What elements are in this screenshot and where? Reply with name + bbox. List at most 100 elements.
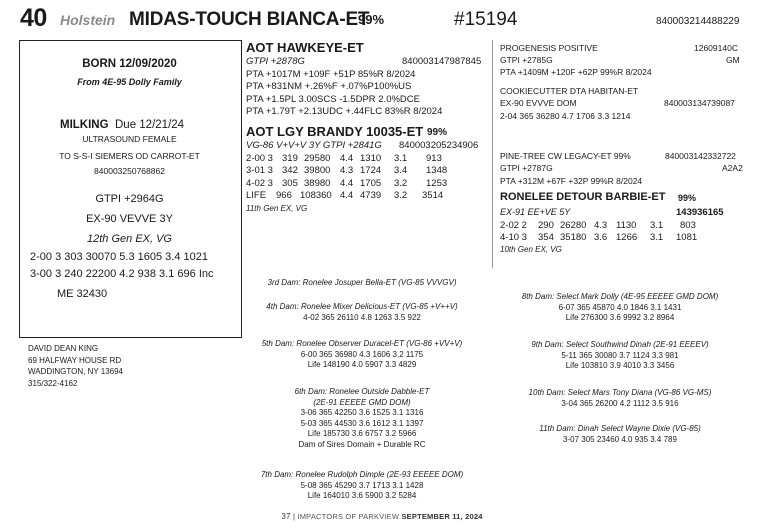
pedigree-9th-dam: 9th Dam: Select Southwind Dinah (2E-91 E… <box>490 340 750 372</box>
record-protein: 1348 <box>426 165 448 177</box>
granddam-registration: 143936165 <box>676 207 724 218</box>
record-fat: 1705 <box>360 177 382 189</box>
record-fat-pct: 4.3 <box>340 165 354 177</box>
column-divider <box>492 40 493 268</box>
dam-title: 8th Dam: Select Mark Dolly (4E-95 EEEEE … <box>521 292 719 301</box>
service-sire-registration: 840003250768862 <box>94 166 165 176</box>
record-milk: 39800 <box>304 165 331 177</box>
footer-separator: | <box>293 512 296 521</box>
pedigree-11th-dam: 11th Dam: Dinah Select Wayne Dixie (VG-8… <box>490 424 750 445</box>
dam-score: 99% <box>427 127 448 138</box>
record-protein: 803 <box>680 220 696 231</box>
maternal-granddam-classification: EX-90 EVVVE DOM <box>500 98 577 108</box>
record-protein-pct: 3.1 <box>650 220 664 231</box>
record-protein: 3514 <box>422 190 444 202</box>
dam-title: 9th Dam: Select Southwind Dinah (2E-91 E… <box>531 340 709 349</box>
dam-record: Life 164010 3.6 5900 3.2 5284 <box>307 491 417 500</box>
granddam-records: 2-02 2 290 26280 4.3 1130 3.1 803 4-10 3… <box>500 220 750 246</box>
pedigree-10th-dam: 10th Dam: Select Mars Tony Diana (VG-86 … <box>490 388 750 409</box>
sire-name: AOT HAWKEYE-ET <box>246 40 364 55</box>
dam-name: AOT LGY BRANDY 10035-ET <box>246 124 424 139</box>
maternal-grandsire-code: 12609140C <box>694 43 738 53</box>
dam-record: 6-07 365 45870 4.0 1846 3.1 1431 <box>558 302 682 312</box>
dam-title: 5th Dam: Ronelee Observer Duracel-ET (VG… <box>261 339 463 348</box>
publication-name: IMPACTORS OF PARKVIEW <box>297 512 400 521</box>
maternal-grandsire-gtpi: GTPI +2785G <box>500 55 553 65</box>
record-fat: 1266 <box>616 231 638 243</box>
grandsire-pta: PTA +312M +67F +32P 99%R 8/2024 <box>500 176 643 186</box>
record-milk: 38980 <box>304 177 331 189</box>
record-protein-pct: 3.2 <box>394 177 408 189</box>
dam-record: 6-00 365 36980 4.3 1606 3.2 1175 <box>300 349 424 359</box>
maternal-grandsire-gm: GM <box>726 55 740 65</box>
birth-date: BORN 12/09/2020 <box>82 58 177 70</box>
dam-record: Life 276300 3.6 9992 3.2 8964 <box>565 313 675 322</box>
dam-title: 3rd Dam: Ronelee Josuper Bella-ET (VG-85… <box>267 278 457 287</box>
breeder-name: DAVID DEAN KING <box>28 344 99 353</box>
breed-label: Holstein <box>60 12 116 28</box>
animal-score: 99% <box>358 12 385 27</box>
ultrasound-note: ULTRASOUND FEMALE <box>82 134 177 144</box>
publication-date: SEPTEMBER 11, 2024 <box>401 512 483 521</box>
granddam-generation: 10th Gen EX, VG <box>500 245 562 254</box>
dam-classification: VG-86 V+V+V 3Y GTPI +2841G <box>246 140 382 151</box>
dam-record: 3-07 305 23460 4.0 935 3.4 789 <box>563 434 677 444</box>
record-protein-pct: 3.1 <box>394 153 408 164</box>
sire-pta-row: PTA +1.5PL 3.00SCS -1.5DPR 2.0%DCE <box>246 93 420 105</box>
sire-registration: 840003147987845 <box>402 56 482 67</box>
record-fat-pct: 4.4 <box>340 177 354 189</box>
dam-title: 10th Dam: Select Mars Tony Diana (VG-86 … <box>528 388 712 397</box>
record-fat-pct: 4.4 <box>340 190 354 202</box>
record-days: 354 <box>538 231 554 243</box>
record-age: 3-01 3 <box>246 165 273 177</box>
dam-record: 3-04 365 26200 4.2 1112 3.5 916 <box>561 398 679 408</box>
record-age: 2-02 2 <box>500 220 527 231</box>
record-protein: 1081 <box>676 231 698 243</box>
pedigree-5th-dam: 5th Dam: Ronelee Observer Duracel-ET (VG… <box>232 339 492 371</box>
dam-record: Life 103810 3.9 4010 3.3 3456 <box>565 361 675 370</box>
record-milk: 35180 <box>560 231 587 243</box>
breeder-address: 69 HALFWAY HOUSE RD <box>28 355 122 365</box>
maternal-grandsire-name: PROGENESIS POSITIVE <box>500 43 598 53</box>
sire-proofs: PTA +1017M +109F +51P 85%R 8/2024 PTA +8… <box>246 69 442 118</box>
granddam-record-row: 2-02 2 290 26280 4.3 1130 3.1 803 <box>500 220 750 232</box>
family-note: From 4E-95 Dolly Family <box>77 77 182 87</box>
pedigree-8th-dam: 8th Dam: Select Mark Dolly (4E-95 EEEEE … <box>490 292 750 324</box>
dam-record: Life 148190 4.0 5907 3.3 4829 <box>307 360 417 369</box>
dam-record: 4-02 365 26110 4.8 1263 3.5 922 <box>303 312 421 322</box>
animal-classification: EX-90 VEVVE 3Y <box>86 213 173 225</box>
service-sire: TO S-S-I SIEMERS OD CARROT-ET <box>59 151 200 161</box>
record-fat-pct: 3.6 <box>594 231 608 243</box>
dam-record: 5-03 365 44530 3.6 1612 3.1 1397 <box>300 418 424 428</box>
maternal-granddam-registration: 840003134739087 <box>664 98 735 108</box>
sire-pta-row: PTA +1.79T +2.13UDC +.44FLC 83%R 8/2024 <box>246 105 443 117</box>
maternal-grandsire-pta: PTA +1409M +120F +62P 99%R 8/2024 <box>500 67 652 77</box>
grandsire-a2: A2A2 <box>722 163 743 173</box>
dam-record: 3-06 365 42250 3.6 1525 3.1 1316 <box>300 408 424 417</box>
maternal-granddam-record: 2-04 365 36280 4.7 1706 3.3 1214 <box>500 111 631 121</box>
production-record: 3-00 3 240 22200 4.2 938 3.1 696 Inc <box>30 268 214 280</box>
dam-record: Life 185730 3.6 6757 3.2 5966 <box>307 429 417 438</box>
animal-name: MIDAS-TOUCH BIANCA-ET <box>129 9 370 30</box>
breeder-city: WADDINGTON, NY 13694 <box>28 367 123 376</box>
record-age: 4-10 3 <box>500 231 527 243</box>
dam-record: 5-08 365 45290 3.7 1713 3.1 1428 <box>300 480 424 490</box>
dam-record-row: LIFE 966 108360 4.4 4739 3.2 3514 <box>246 190 486 202</box>
page-footer: 37 | IMPACTORS OF PARKVIEW SEPTEMBER 11,… <box>0 512 764 521</box>
dam-title: 11th Dam: Dinah Select Wayne Dixie (VG-8… <box>539 424 701 433</box>
record-days: 305 <box>282 177 298 189</box>
dam-title: 6th Dam: Ronelee Outside Dabble-ET <box>294 387 430 396</box>
sire-pta-row: PTA +1017M +109F +51P 85%R 8/2024 <box>246 69 416 80</box>
breeder-phone: 315/322-4162 <box>28 378 78 388</box>
dam-title: 4th Dam: Ronelee Mixer Delicious-ET (VG-… <box>266 302 458 311</box>
record-fat: 1724 <box>360 165 382 177</box>
pedigree-6th-dam: 6th Dam: Ronelee Outside Dabble-ET (2E-9… <box>232 387 492 450</box>
record-age: 2-00 3 <box>246 153 273 164</box>
record-protein-pct: 3.4 <box>394 165 408 177</box>
record-age: LIFE <box>246 190 267 202</box>
record-milk: 26280 <box>560 220 587 231</box>
animal-info-box <box>19 40 242 338</box>
sire-gtpi: GTPI +2878G <box>246 56 305 67</box>
dam-note: Dam of Sires Domain + Durable RC <box>298 439 426 449</box>
dam-record: 5-11 365 30080 3.7 1124 3.3 981 <box>561 350 679 360</box>
